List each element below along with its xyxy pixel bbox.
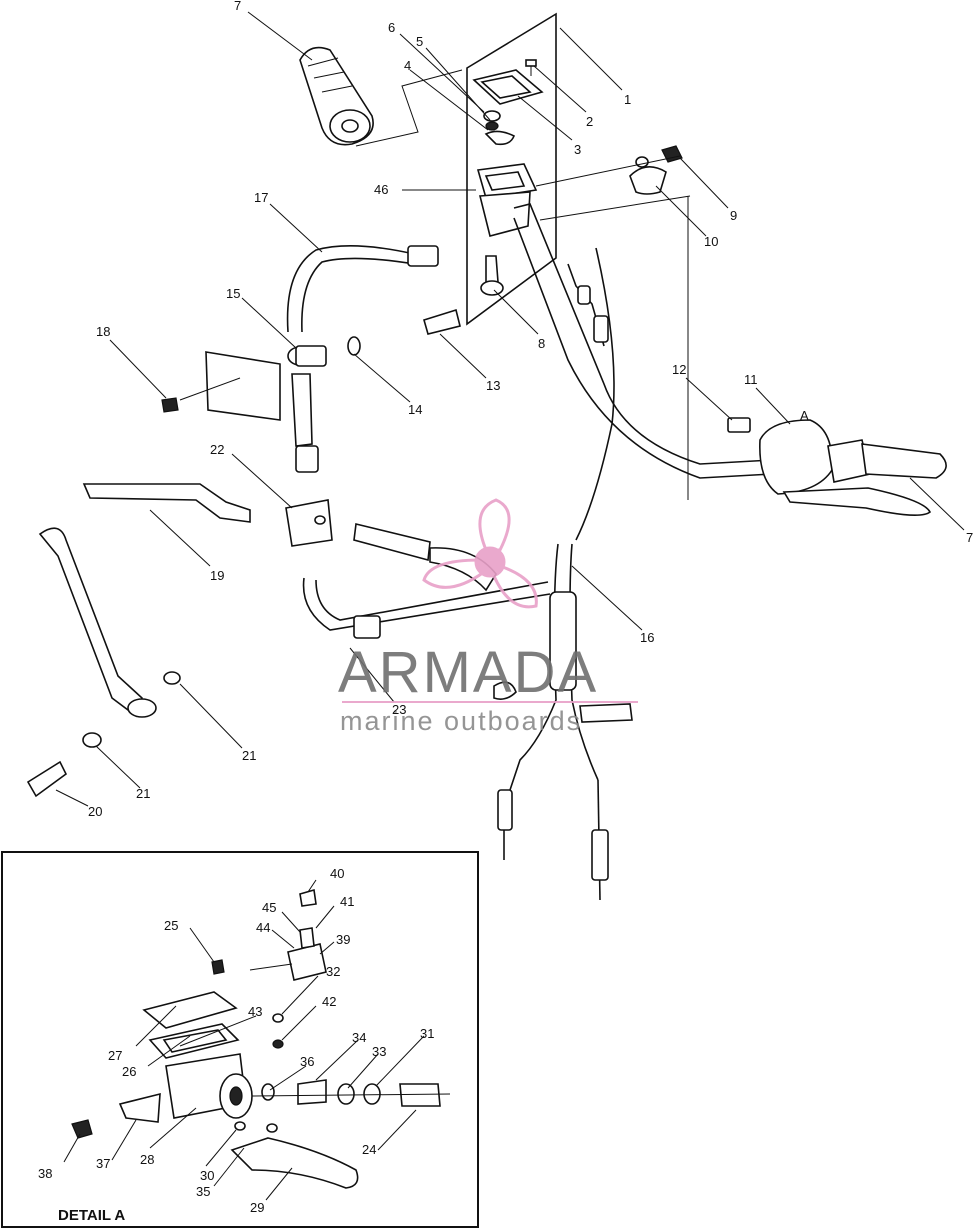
- callout-15: 15: [226, 286, 240, 301]
- callout-37: 37: [96, 1156, 110, 1171]
- callout-28: 28: [140, 1152, 154, 1167]
- callout-39: 39: [336, 932, 350, 947]
- watermark-tagline: marine outboards: [340, 706, 582, 736]
- callout-41: 41: [340, 894, 354, 909]
- callout-36: 36: [300, 1054, 314, 1069]
- right-control-housing: [727, 417, 947, 516]
- callout-20: 20: [88, 804, 102, 819]
- armada-watermark: ARMADA marine outboards: [338, 498, 638, 736]
- callout-23: 23: [392, 702, 406, 717]
- callout-3: 3: [574, 142, 581, 157]
- callout-34: 34: [352, 1030, 366, 1045]
- mounting-bolt: [480, 255, 504, 296]
- callout-42: 42: [322, 994, 336, 1009]
- callout-44: 44: [256, 920, 270, 935]
- detail-a-frame: [1, 851, 479, 1228]
- callout-26: 26: [122, 1064, 136, 1079]
- callout-33: 33: [372, 1044, 386, 1059]
- throttle-cable-lower: [493, 543, 633, 901]
- brake-hose-caliper: [26, 527, 181, 798]
- handlebar-clamp: [629, 145, 683, 195]
- detail-a-leader-lines: [63, 879, 425, 1201]
- detail-a-master-cylinder: [71, 888, 451, 1189]
- callout-21-lower: 21: [136, 786, 150, 801]
- brake-line-vertical: [291, 373, 319, 473]
- callout-16: 16: [640, 630, 654, 645]
- detail-a-label: DETAIL A: [58, 1207, 125, 1224]
- propeller-logo: [422, 498, 538, 609]
- caliper-bracket: [161, 351, 281, 421]
- callout-labels: 1 2 3 4 5 6 7 7 8 9 10 11 12 13 14 15 16…: [38, 0, 973, 1224]
- brake-hose-lower: [302, 577, 551, 639]
- handgrip-left: [299, 46, 463, 147]
- brake-hose-left: [82, 483, 251, 523]
- callout-19: 19: [210, 568, 224, 583]
- brake-hose-upper: [286, 245, 439, 333]
- callout-14: 14: [408, 402, 422, 417]
- callout-8: 8: [538, 336, 545, 351]
- callout-22: 22: [210, 442, 224, 457]
- callout-11: 11: [744, 372, 758, 387]
- callout-21-upper: 21: [242, 748, 256, 763]
- brake-junction-block: [285, 499, 333, 547]
- watermark-brand: ARMADA: [338, 640, 598, 705]
- callout-35: 35: [196, 1184, 210, 1199]
- callout-12: 12: [672, 362, 686, 377]
- callout-43: 43: [248, 1004, 262, 1019]
- callout-31: 31: [420, 1026, 434, 1041]
- callout-30: 30: [200, 1168, 214, 1183]
- callout-46: 46: [374, 182, 388, 197]
- callout-27: 27: [108, 1048, 122, 1063]
- callout-17: 17: [254, 190, 268, 205]
- callout-a-marker: A: [800, 408, 809, 423]
- reservoir-cover-assembly: [472, 59, 544, 237]
- callout-9: 9: [730, 208, 737, 223]
- callout-13: 13: [486, 378, 500, 393]
- callout-1: 1: [624, 92, 631, 107]
- brake-line-right: [353, 523, 497, 592]
- callout-24: 24: [362, 1142, 376, 1157]
- throttle-cable: [567, 263, 609, 347]
- callout-5: 5: [416, 34, 423, 49]
- callout-2: 2: [586, 114, 593, 129]
- callout-29: 29: [250, 1200, 264, 1215]
- callout-7-left: 7: [234, 0, 241, 13]
- handlebar: [513, 203, 773, 541]
- banjo-fitting: [287, 308, 461, 367]
- callout-45: 45: [262, 900, 276, 915]
- callout-38: 38: [38, 1166, 52, 1181]
- callout-18: 18: [96, 324, 110, 339]
- callout-25: 25: [164, 918, 178, 933]
- callout-10: 10: [704, 234, 718, 249]
- callout-32: 32: [326, 964, 340, 979]
- callout-40: 40: [330, 866, 344, 881]
- callout-4: 4: [404, 58, 411, 73]
- callout-7-right: 7: [966, 530, 973, 545]
- callout-6: 6: [388, 20, 395, 35]
- leader-lines: [55, 11, 965, 807]
